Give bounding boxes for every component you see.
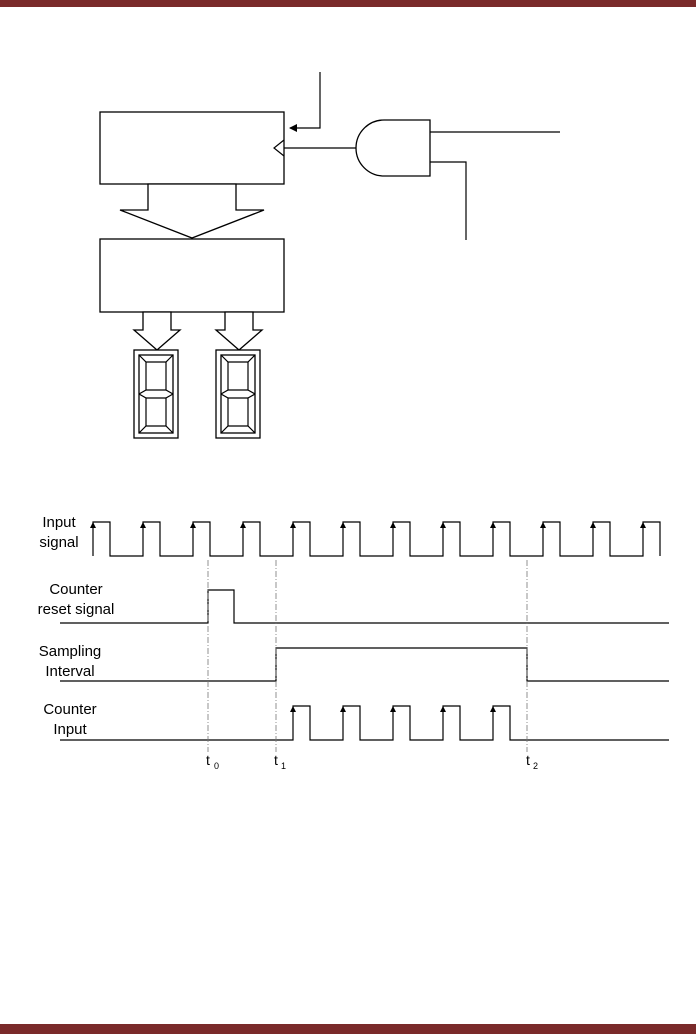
label-sampling-interval-line1: Sampling <box>39 643 102 660</box>
input-signal-rising-edge-arrow <box>390 522 396 528</box>
waveform-input-signal <box>90 521 661 557</box>
counter-input-rising-edge-arrow <box>290 706 296 712</box>
waveform-counter-input <box>60 705 669 741</box>
input-signal-rising-edge-arrow <box>490 522 496 528</box>
waveform-counter-reset <box>60 589 669 624</box>
top-border-bar <box>0 0 696 7</box>
and-gate <box>355 119 431 177</box>
clock-input-notch <box>273 139 285 157</box>
label-counter-reset-line2: reset signal <box>38 601 115 618</box>
time-marker-t2: t 2 <box>526 752 538 771</box>
decoder-block <box>99 238 285 313</box>
input-signal-rising-edge-arrow <box>240 522 246 528</box>
input-signal-rising-edge-arrow <box>90 522 96 528</box>
counter-input-rising-edge-arrow <box>490 706 496 712</box>
input-signal-rising-edge-arrow <box>540 522 546 528</box>
input-signal-rising-edge-arrow <box>140 522 146 528</box>
label-input-signal-line2: signal <box>39 534 78 551</box>
timing-diagram: Input signal Counter reset signal Sampli… <box>38 514 669 771</box>
block-diagram <box>99 72 560 439</box>
svg-text:t: t <box>274 752 278 768</box>
svg-text:t: t <box>206 752 210 768</box>
input-signal-trace <box>92 521 661 557</box>
reset-input-line <box>289 72 321 132</box>
counter-input-trace <box>60 705 669 741</box>
svg-text:0: 0 <box>214 761 219 771</box>
svg-text:2: 2 <box>533 761 538 771</box>
waveform-sampling-interval <box>60 647 669 682</box>
input-signal-rising-edge-arrow <box>590 522 596 528</box>
label-counter-reset-line1: Counter <box>49 581 102 598</box>
input-signal-rising-edge-arrow <box>440 522 446 528</box>
bus-arrow-to-display-right <box>214 311 264 351</box>
seven-segment-display-left <box>133 349 179 439</box>
counter-block <box>99 111 285 185</box>
seven-segment-display-right <box>215 349 261 439</box>
input-signal-rising-edge-arrow <box>190 522 196 528</box>
bus-arrow-to-display-left <box>132 311 182 351</box>
svg-text:t: t <box>526 752 530 768</box>
time-marker-t1: t 1 <box>274 752 286 771</box>
svg-text:1: 1 <box>281 761 286 771</box>
gate-input-interval-line <box>430 161 467 240</box>
input-signal-rising-edge-arrow <box>290 522 296 528</box>
bottom-border-bar <box>0 1024 696 1034</box>
label-input-signal-line1: Input <box>42 514 76 531</box>
label-counter-input-line2: Input <box>53 721 87 738</box>
time-marker-t0: t 0 <box>206 752 219 771</box>
counter-input-rising-edge-arrow <box>440 706 446 712</box>
input-signal-rising-edge-arrow <box>340 522 346 528</box>
label-sampling-interval-line2: Interval <box>45 663 94 680</box>
input-signal-rising-edge-arrow <box>640 522 646 528</box>
counter-input-rising-edge-arrow <box>340 706 346 712</box>
bus-arrow-counter-to-decoder <box>119 183 265 239</box>
counter-input-rising-edge-arrow <box>390 706 396 712</box>
label-counter-input-line1: Counter <box>43 701 96 718</box>
